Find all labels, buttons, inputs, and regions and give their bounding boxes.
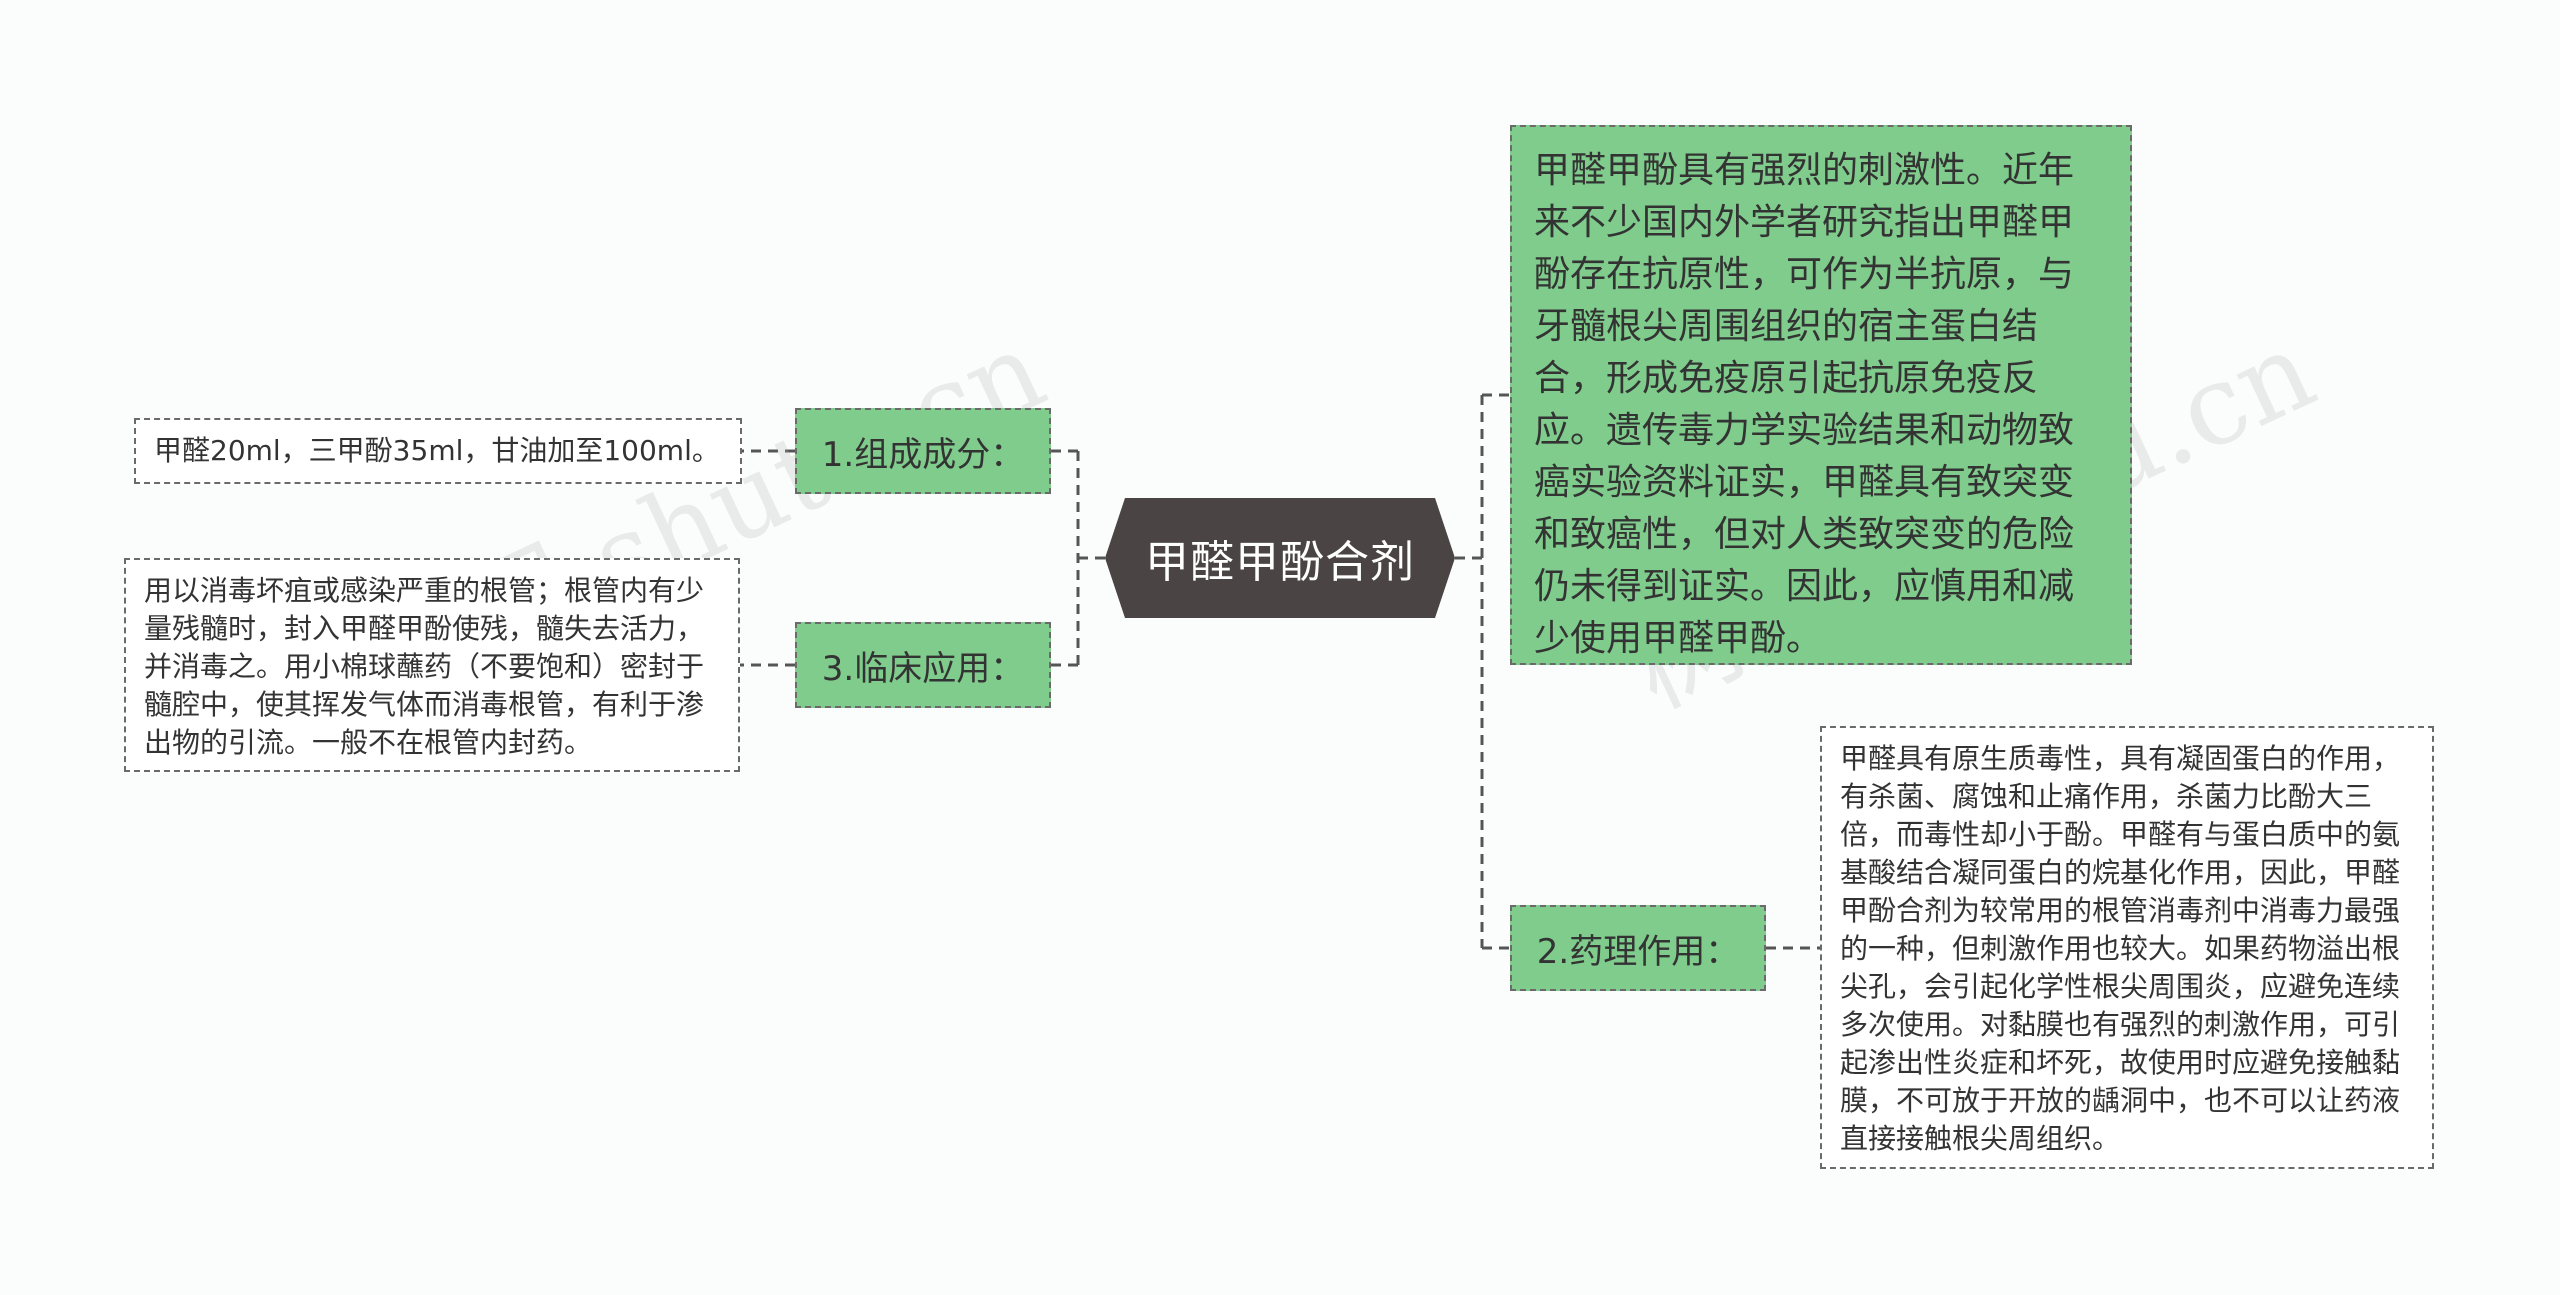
leaf-text: 甲醛20ml，三甲酚35ml，甘油加至100ml。 bbox=[154, 434, 720, 468]
branch-pharmacology[interactable]: 2.药理作用： bbox=[1510, 905, 1766, 991]
leaf-composition[interactable]: 甲醛20ml，三甲酚35ml，甘油加至100ml。 bbox=[134, 418, 742, 484]
root-node[interactable]: 甲醛甲酚合剂 bbox=[1105, 498, 1455, 618]
leaf-pharmacology[interactable]: 甲醛具有原生质毒性，具有凝固蛋白的作用，有杀菌、腐蚀和止痛作用，杀菌力比酚大三倍… bbox=[1820, 726, 2434, 1169]
branch-composition[interactable]: 1.组成成分： bbox=[795, 408, 1051, 494]
leaf-clinical-use[interactable]: 用以消毒坏疽或感染严重的根管；根管内有少量残髓时，封入甲醛甲酚使残，髓失去活力，… bbox=[124, 558, 740, 772]
branch-label: 2.药理作用： bbox=[1536, 931, 1740, 972]
root-label: 甲醛甲酚合剂 bbox=[1145, 537, 1415, 588]
branch-label: 1.组成成分： bbox=[821, 434, 1025, 475]
leaf-text: 用以消毒坏疽或感染严重的根管；根管内有少量残髓时，封入甲醛甲酚使残，髓失去活力，… bbox=[144, 574, 705, 759]
leaf-text: 甲醛具有原生质毒性，具有凝固蛋白的作用，有杀菌、腐蚀和止痛作用，杀菌力比酚大三倍… bbox=[1840, 742, 2401, 1155]
branch-label: 3.临床应用： bbox=[821, 648, 1025, 689]
branch-clinical-use[interactable]: 3.临床应用： bbox=[795, 622, 1051, 708]
node-text: 甲醛甲酚具有强烈的刺激性。近年来不少国内外学者研究指出甲醛甲酚存在抗原性，可作为… bbox=[1534, 150, 2075, 659]
node-irritation[interactable]: 甲醛甲酚具有强烈的刺激性。近年来不少国内外学者研究指出甲醛甲酚存在抗原性，可作为… bbox=[1510, 125, 2132, 665]
